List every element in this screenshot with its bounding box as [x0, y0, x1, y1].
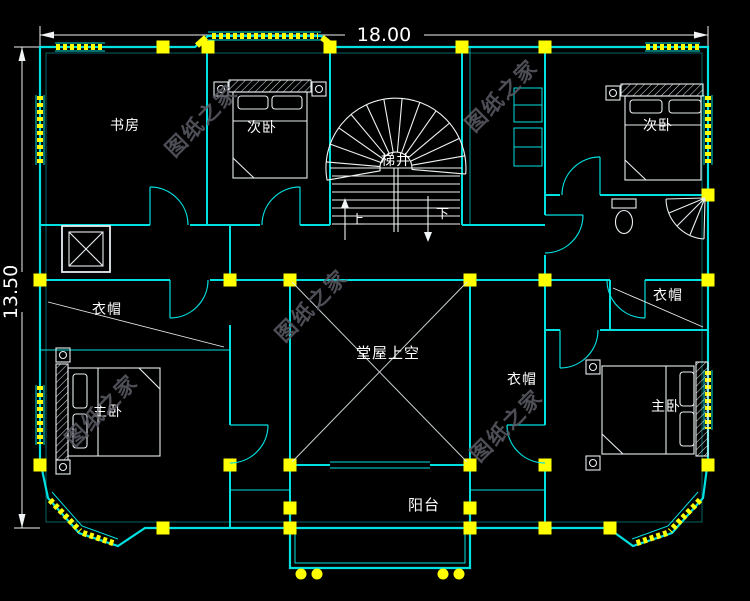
- bed-bedroom-top-left: [213, 79, 327, 179]
- room-labels: 书房 次卧 梯井 次卧 上 下 衣帽 衣帽 衣帽 主卧 主卧 堂屋上空 阳台: [92, 118, 683, 514]
- room-label-master-left: 主卧: [93, 404, 123, 420]
- room-label-master-right: 主卧: [651, 399, 681, 415]
- dimension-width-label: 18.00: [357, 24, 411, 46]
- dimension-height-label: 13.50: [0, 265, 22, 319]
- hall-void-diagonals: [291, 281, 468, 463]
- door-swings: [149, 156, 646, 464]
- furniture: [47, 79, 709, 475]
- shower: [665, 197, 706, 240]
- room-label-study: 书房: [110, 118, 140, 134]
- outer-walls: [38, 34, 710, 570]
- balcony-dots: [295, 568, 465, 580]
- stair-up-label: 上: [351, 213, 365, 228]
- columns: [33, 40, 715, 535]
- bed-master-left: [55, 347, 161, 475]
- room-label-bedroom-top-left: 次卧: [247, 120, 277, 136]
- toilet: [611, 198, 637, 235]
- room-label-cloak-left: 衣帽: [92, 302, 122, 318]
- bed-bedroom-top-right: [605, 83, 704, 181]
- elevator-shaft: [61, 225, 111, 273]
- room-label-hall-void: 堂屋上空: [356, 344, 420, 362]
- stair-down-label: 下: [436, 207, 450, 222]
- room-label-stairwell: 梯井: [381, 153, 411, 169]
- interior-walls: [40, 47, 708, 528]
- bed-master-right: [585, 359, 709, 471]
- thin-partitions: [40, 47, 545, 564]
- wardrobe-rod-left: [47, 301, 225, 348]
- wardrobe-rod-right: [612, 287, 704, 328]
- dimension-lines: [14, 26, 709, 529]
- room-label-cloak-center: 衣帽: [507, 372, 537, 388]
- wall-inner-offset: [45, 52, 703, 523]
- room-label-bedroom-top-right: 次卧: [643, 118, 673, 134]
- room-label-balcony: 阳台: [408, 496, 440, 514]
- spiral-staircase: [325, 97, 467, 242]
- room-label-cloak-right: 衣帽: [653, 288, 683, 304]
